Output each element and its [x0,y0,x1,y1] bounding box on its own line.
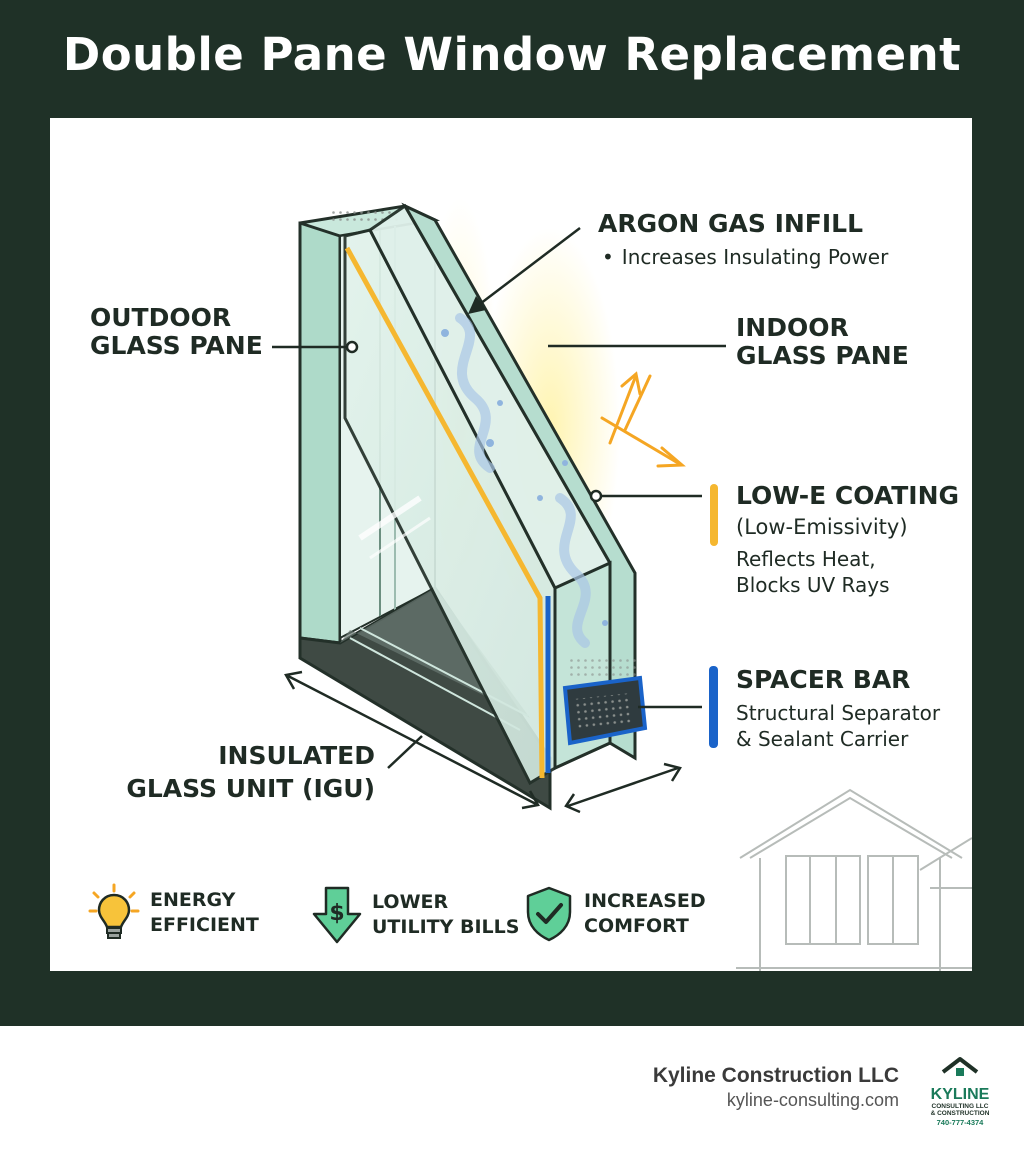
label-spacer-desc: Structural Separator & Sealant Carrier [736,701,941,751]
reflection-streak [358,495,422,541]
dimension-arrow-depth [564,762,682,814]
argon-bubble [441,329,449,337]
leader-outdoor-dot [345,340,359,354]
company-block: Kyline Construction LLC kyline-consultin… [653,1064,899,1111]
benefit-energy-efficient: ENERGY EFFICIENT [88,883,259,943]
logo-tagline: CONSULTING LLC & CONSTRUCTION [930,1103,990,1118]
footer: Kyline Construction LLC kyline-consultin… [0,1026,1024,1154]
argon-swirl [455,313,495,473]
dollar-arrow-down-icon: $ [312,886,362,944]
dimension-arrow-width [284,670,540,810]
leader-argon-arrowhead [468,296,486,314]
label-lowe-sub: (Low-Emissivity) [736,515,908,539]
label-outdoor-glass-pane: OUTDOOR GLASS PANE [90,303,263,360]
lightbulb-icon [88,883,140,939]
leader-igu [387,735,423,769]
heat-reflection-arrows-icon [600,371,686,468]
benefit-label: INCREASED COMFORT [584,890,706,937]
argon-bubble [537,495,543,501]
label-argon-desc: Increases Insulating Power [602,244,889,270]
spacer-top-texture [568,658,640,680]
label-lowe-desc: Reflects Heat, Blocks UV Rays [736,547,890,597]
argon-bubble [497,400,503,406]
label-igu: INSULATED GLASS UNIT (IGU) [126,741,375,803]
house-outline-icon [736,788,972,971]
company-name: Kyline Construction LLC [652,1064,899,1087]
benefit-label: LOWER UTILITY BILLS [372,891,520,938]
leader-lowe-dot [589,489,603,503]
argon-bubble [486,439,494,447]
label-indoor-glass-pane: INDOOR GLASS PANE [736,313,909,370]
outdoor-frame-left [298,221,342,645]
benefit-label: ENERGY EFFICIENT [150,889,259,936]
reflection-streak-2 [369,516,431,560]
spacer-marker [709,666,718,748]
benefit-lower-bills: $ LOWER UTILITY BILLS [312,886,519,944]
house-logo-icon [941,1057,979,1076]
label-spacer-title: SPACER BAR [736,665,911,694]
company-logo: KYLINE CONSULTING LLC & CONSTRUCTION 740… [926,1056,994,1148]
logo-brand: KYLINE [930,1086,990,1103]
argon-bubble [562,460,568,466]
leader-argon [471,227,581,311]
window-cross-section-diagram [272,198,972,971]
low-e-coating-line [344,246,545,779]
company-url[interactable]: kyline-consulting.com [726,1090,899,1110]
argon-bubble [602,620,608,626]
label-lowe-title: LOW-E COATING [736,481,960,510]
page-title: Double Pane Window Replacement [62,28,962,81]
spacer-desiccant [574,693,634,729]
argon-swirl-2 [555,493,591,648]
logo-phone: 740-777-4374 [936,1117,984,1127]
diagram-card: OUTDOOR GLASS PANE ARGON GAS INFILL Incr… [50,118,972,971]
lowe-marker [710,484,718,546]
sill-line [349,637,521,731]
benefit-increased-comfort: INCREASED COMFORT [524,886,706,942]
shield-check-icon [526,886,572,942]
label-argon-title: ARGON GAS INFILL [598,209,864,238]
svg-text:$: $ [329,901,344,926]
